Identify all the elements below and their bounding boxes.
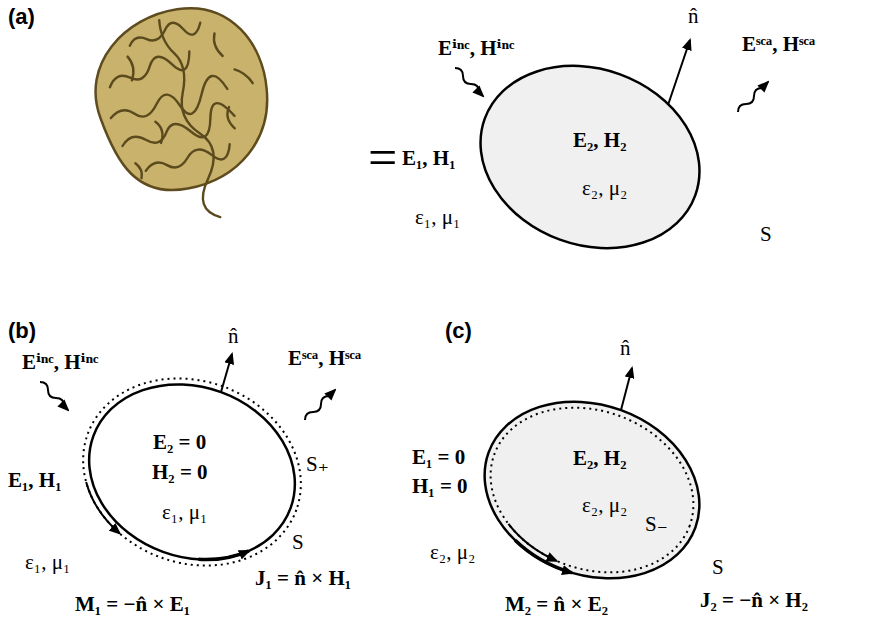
diagram-label: (a) bbox=[8, 4, 35, 29]
diagram-label: Eⁱⁿᶜ, Hⁱⁿᶜ bbox=[22, 350, 98, 374]
diagram-label: H₁ = 0 bbox=[412, 474, 468, 498]
ellipse-outline bbox=[475, 57, 705, 257]
region-text: ε₁, μ₁ bbox=[162, 500, 207, 524]
region-text: E₂ = 0 bbox=[153, 430, 206, 454]
diagram-label: M₂ = n̂ × E₂ bbox=[505, 592, 608, 616]
region-ellipse: E₂, H₂ ε₂, μ₂ bbox=[475, 57, 705, 257]
diagram-label: J₂ = −n̂ × H₂ bbox=[700, 588, 808, 612]
diagram-label: S₊ bbox=[306, 452, 329, 476]
diagram-label: M₁ = −n̂ × E₁ bbox=[75, 592, 190, 616]
diagram-label: S bbox=[712, 555, 724, 579]
region-text: ε₂, μ₂ bbox=[582, 493, 627, 517]
diagram-label: = bbox=[368, 128, 397, 188]
diagram-label: Eˢᶜᵃ, Hˢᶜᵃ bbox=[288, 346, 361, 370]
region-ellipse: E₂ = 0 H₂ = 0 ε₁, μ₁ bbox=[77, 372, 307, 572]
diagram-label: ε₂, μ₂ bbox=[430, 540, 475, 564]
diagram-label: ε₁, μ₁ bbox=[415, 205, 460, 229]
diagram-label: E₁, H₁ bbox=[402, 146, 455, 170]
diagram-label: J₁ = n̂ × H₁ bbox=[255, 566, 351, 590]
diagram-label: n̂ bbox=[620, 336, 631, 360]
diagram-label: E₁, H₁ bbox=[8, 468, 61, 492]
region-text: H₂ = 0 bbox=[152, 460, 208, 484]
diagram-label: Eⁱⁿᶜ, Hⁱⁿᶜ bbox=[438, 36, 514, 60]
ellipse-outline bbox=[477, 390, 707, 590]
diagram-label: n̂ bbox=[228, 324, 239, 348]
diagram-label: S bbox=[292, 530, 304, 554]
region-ellipse: E₂, H₂ ε₂, μ₂ bbox=[477, 390, 707, 590]
diagram-label: n̂ bbox=[688, 4, 699, 28]
region-text: E₂, H₂ bbox=[573, 446, 626, 470]
diagram-label: (b) bbox=[8, 318, 36, 343]
diagram-label: E₁ = 0 bbox=[412, 445, 465, 469]
diagram-label: Eˢᶜᵃ, Hˢᶜᵃ bbox=[742, 32, 815, 56]
region-text: ε₂, μ₂ bbox=[582, 176, 627, 200]
diagram-label: ε₁, μ₁ bbox=[25, 550, 70, 574]
brain-picture bbox=[78, 0, 297, 241]
diagram-label: S₋ bbox=[645, 512, 668, 536]
diagram-label: (c) bbox=[445, 318, 472, 343]
region-text: E₂, H₂ bbox=[573, 128, 626, 152]
diagram-label: S bbox=[760, 222, 772, 246]
